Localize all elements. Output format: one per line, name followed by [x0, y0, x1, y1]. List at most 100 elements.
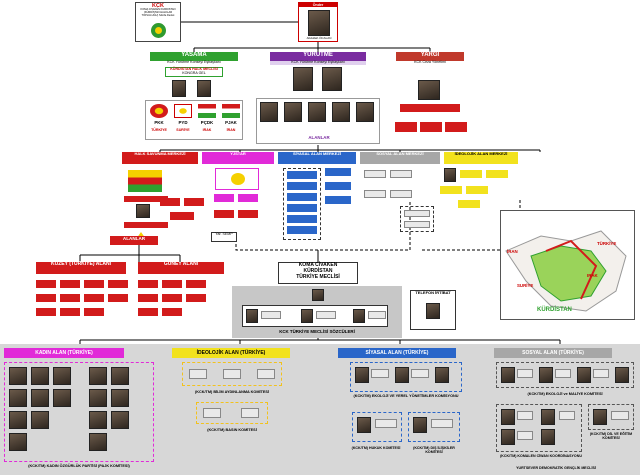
- yasama-photo-1: [172, 80, 186, 97]
- yjstar-panel: [215, 168, 259, 190]
- kuzey-alan-box: KUZEY (TÜRKİYE) ALANI: [36, 261, 126, 274]
- pjak-flag-icon: [222, 104, 240, 118]
- ideolojik-panel-2: [196, 402, 268, 424]
- alanlar-box: ALANLAR: [110, 236, 158, 245]
- yurutme-photo-2: [322, 67, 342, 91]
- map-kurdistan-label: KÜRDİSTAN: [537, 307, 572, 313]
- assembly-line1: KOMA CİVAKEN: [298, 262, 338, 268]
- yargi-sub-box: [395, 122, 417, 132]
- yargi-box: [400, 104, 460, 112]
- assembly-line2: KÜRDİSTAN: [303, 267, 333, 274]
- siyasal-unit: [287, 226, 317, 234]
- sosyal-unit: [390, 170, 412, 178]
- party-pjak: PJAK: [225, 120, 237, 125]
- map-suriye: SURİYE: [517, 283, 534, 288]
- ideolojik-committee-2: (KCK/TM) BASIN KOMİTESİ: [207, 428, 257, 432]
- guney-alan-box: GÜNEY ALANI: [138, 261, 224, 274]
- leader-label: Önder: [299, 3, 337, 8]
- ideolojik-committee-1: (KCK/TM) BİLİM AYDINLANMA KOMİTESİ: [194, 390, 270, 394]
- halk-savunma-box: HALK SAVUNMA MERKEZİ: [122, 151, 198, 164]
- assembly-caption: KCK TÜRKİYE MECLİSİ SÖZCÜLERİ: [279, 329, 355, 334]
- alanlar-top-label: ALANLAR: [308, 135, 330, 140]
- telefon-photo: [426, 303, 440, 319]
- country-iran: İRAN: [226, 128, 236, 132]
- kck-emblem-icon: [151, 23, 166, 38]
- sosyal-footer: YURTSEVER DEMOKRATİK GENÇLİK MECLİSİ: [516, 466, 596, 470]
- ysdm-box: Yar. SEMP: [211, 232, 237, 242]
- yjstar-unit: [238, 194, 258, 202]
- siyasal-panel-1: [350, 362, 462, 392]
- kck-title: KCK: [152, 3, 164, 9]
- sosyal-merkez-box: SOSYAL ALAN MERKEZİ: [360, 151, 440, 164]
- assembly-title-box: KOMA CİVAKEN KÜRDİSTAN TÜRKİYE MECLİSİ: [278, 262, 358, 284]
- leader-name: Abdullah ÖCALAN: [306, 36, 332, 40]
- red-unit-box: [214, 210, 234, 218]
- country-irak: IRAK: [202, 128, 212, 132]
- guney-units: [138, 280, 230, 330]
- assembly-panel: KCK TÜRKİYE MECLİSİ SÖZCÜLERİ: [232, 286, 402, 338]
- siyasal-units-column: [283, 168, 321, 240]
- ideolojik-photo: [444, 168, 456, 182]
- parties-panel: PKK PYD PÇDK PJAK TÜRKİYE SURİYE IRAK İR…: [145, 100, 243, 140]
- siyasal-unit: [287, 204, 317, 212]
- hpg-flag-icon: [128, 170, 162, 192]
- yjstar-unit: [214, 194, 234, 202]
- member-photo: [260, 102, 278, 122]
- kadin-alan-header: KADIN ALAN (TÜRKİYE): [4, 348, 124, 358]
- sosyal-panel-2: [496, 404, 582, 452]
- kck-subtitle: KOMA CIVAKÊN KURDISTAN (KÜRDİSTAN HALKLA…: [140, 8, 176, 17]
- sosyal-alan-header: SOSYAL ALAN (TÜRKİYE): [494, 348, 612, 358]
- ideolojik-merkez-box: İDEOLOJİK ALAN MERKEZİ: [444, 151, 518, 164]
- pcdk-flag-icon: [198, 104, 216, 118]
- member-photo: [356, 102, 374, 122]
- kadin-alan-panel: [4, 362, 154, 462]
- ideolojik-alan-header: İDEOLOJİK ALAN (TÜRKİYE): [172, 348, 290, 358]
- yurutme-header: YÜRÜTME: [270, 52, 366, 61]
- siyasal-side-unit: [325, 168, 351, 176]
- siyasal-side-unit: [325, 182, 351, 190]
- sosyal-panel-3: [588, 404, 634, 430]
- sosyal-unit: [390, 190, 412, 198]
- yjstar-emblem-icon: [231, 173, 245, 185]
- ideolojik-unit: [466, 186, 488, 194]
- red-unit-box: [184, 198, 204, 206]
- yasama-sub: KCK Yürütme Konseyi Eşbaşkanı: [167, 60, 221, 64]
- party-pkk: PKK: [154, 120, 164, 125]
- red-unit-box: [160, 198, 180, 206]
- sosyal-unit: [364, 170, 386, 178]
- pkk-flag-icon: [150, 104, 168, 118]
- siyasal-merkez-box: SİYASAL ALAN MERKEZİ: [278, 151, 356, 164]
- siyasal-committee-2: (KCK/TM) HUKUK KOMİTESİ: [351, 446, 401, 450]
- sosyal-panel-1: [496, 362, 634, 388]
- siyasal-unit: [287, 171, 317, 179]
- leader-box: Önder Abdullah ÖCALAN: [298, 2, 338, 42]
- member-photo: [284, 102, 302, 122]
- sosyal-units-group: [400, 206, 434, 232]
- kadin-alan-footer: (KCK/TM) KADIN ÖZGÜRLÜK PARTİSİ (PAJK KO…: [28, 464, 130, 468]
- yurutme-photo-1: [293, 67, 313, 91]
- siyasal-alan-header: SİYASAL ALAN (TÜRKİYE): [338, 348, 456, 358]
- siyasal-side-unit: [325, 196, 351, 204]
- hpg-photo: [136, 204, 150, 218]
- yjstar-box: YJSTAR: [202, 151, 274, 164]
- ideolojik-unit: [440, 186, 462, 194]
- party-pyd: PYD: [178, 120, 188, 125]
- map-iran: İRAN: [507, 249, 518, 254]
- halk-meclisi-box: KÜRDİSTAN HALK MECLİSİ KONGRA GEL: [165, 67, 223, 77]
- member-photo: [308, 102, 326, 122]
- yasama-header: YASAMA: [150, 52, 238, 61]
- siyasal-unit: [287, 193, 317, 201]
- red-unit-box: [170, 212, 194, 220]
- kck-box: KCK KOMA CIVAKÊN KURDISTAN (KÜRDİSTAN HA…: [135, 2, 181, 42]
- yurutme-members-panel: ALANLAR: [256, 98, 380, 144]
- sosyal-unit: [364, 190, 386, 198]
- kurdistan-map: İRAN IRAK SURİYE TÜRKİYE KÜRDİSTAN: [500, 210, 635, 320]
- kuzey-units: [36, 280, 128, 330]
- party-pcdk: PÇDK: [200, 120, 214, 125]
- yargi-header: YARGI: [396, 52, 464, 61]
- ideolojik-unit: [458, 200, 480, 208]
- pyd-flag-icon: [174, 104, 192, 118]
- country-suriye: SURİYE: [176, 128, 190, 132]
- hpg-box: [124, 196, 168, 202]
- yargi-photo: [418, 80, 440, 100]
